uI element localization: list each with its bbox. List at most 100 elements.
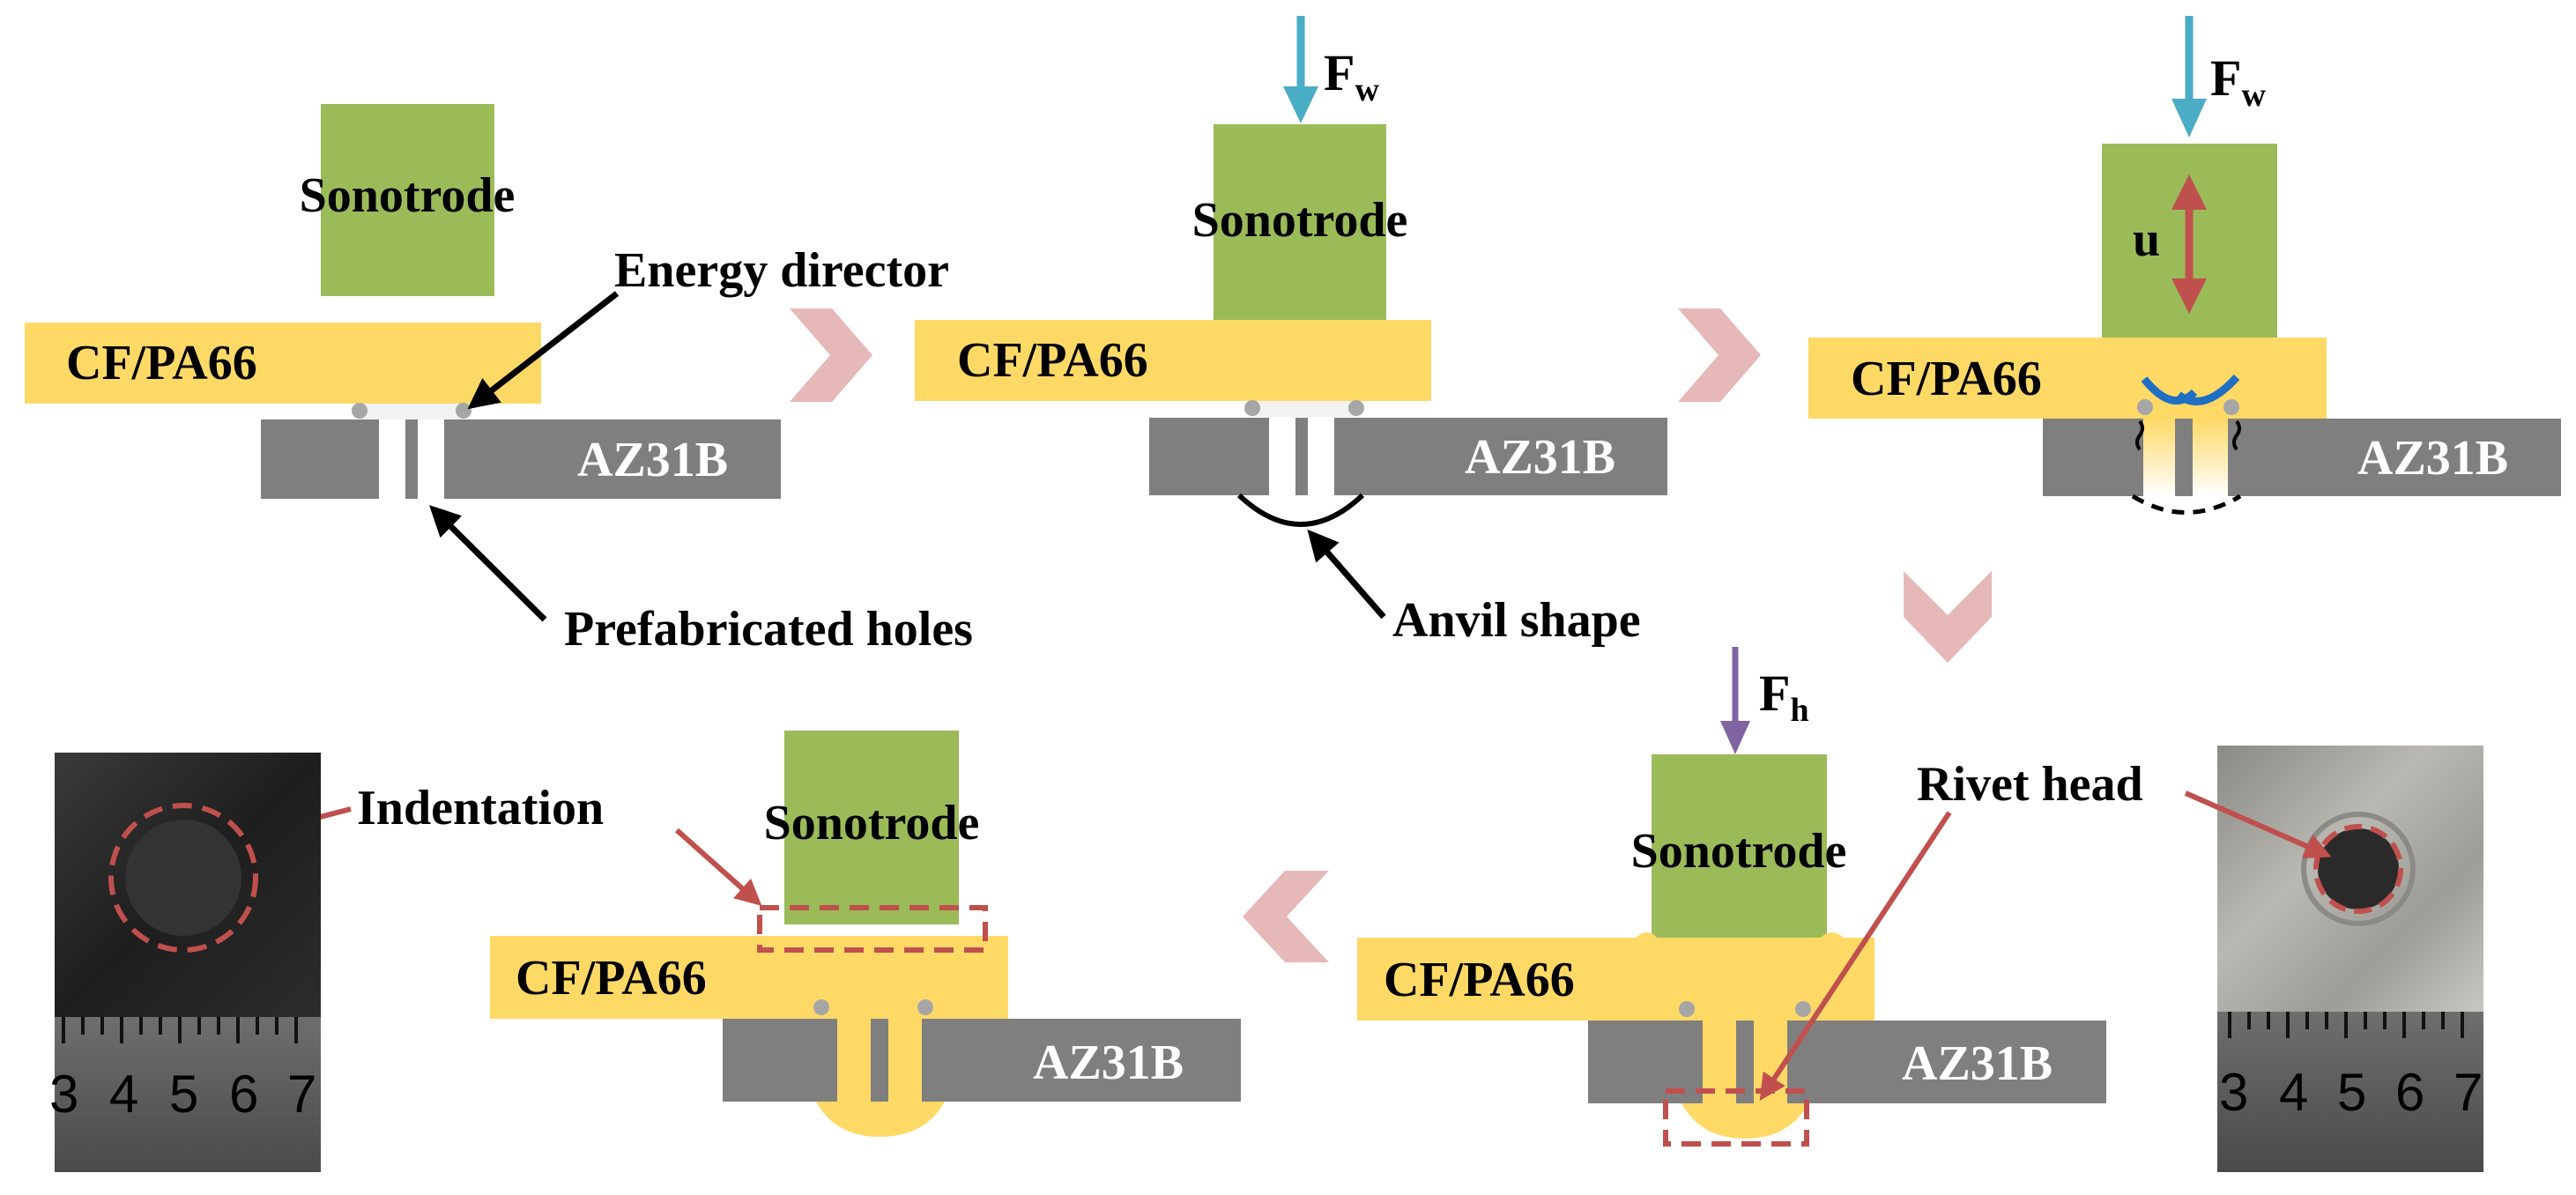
step-3-ultrasonic-vibration: Fw u CF/PA66 AZ31B [1808, 16, 2561, 515]
step-chevron-3 [1904, 571, 1992, 663]
melting-mark [2232, 419, 2241, 451]
energy-director-gap [1252, 401, 1356, 417]
force-symbol: F [2210, 49, 2241, 107]
hold-force-arrow-head [1720, 721, 1750, 754]
composite-plate [1808, 338, 2327, 419]
vibration-arrow-up [2171, 174, 2207, 210]
indentation-highlight-circle [108, 803, 258, 953]
rivet-head [816, 1102, 945, 1137]
rivet-head [1681, 1103, 1808, 1139]
sonotrode-block [1652, 754, 1827, 948]
energy-director-point [352, 403, 367, 419]
rivet-head-photo-arrow [2184, 790, 2332, 859]
prefabricated-hole [1269, 418, 1295, 495]
rivet-head-label: Rivet head [1917, 757, 2143, 812]
displacement-label: u [2133, 212, 2160, 267]
energy-director-point [1795, 1001, 1811, 1017]
force-subscript: w [2241, 77, 2266, 114]
energy-director-point [456, 403, 471, 419]
melt-flow-arrow-left [2141, 376, 2198, 405]
weld-force-label: Fw [1324, 44, 1379, 108]
step-5-final-joint: Sonotrode CF/PA66 AZ31B Indentation [257, 731, 1241, 1137]
force-symbol: F [1759, 664, 1790, 722]
ruler-tick-label: 7 [2454, 1063, 2483, 1122]
metal-pin [2175, 419, 2193, 496]
energy-director-point [1244, 400, 1260, 416]
sonotrode-label: Sonotrode [1192, 193, 1408, 248]
step-chevron-4 [1243, 871, 1329, 962]
photo-ruler [55, 1017, 321, 1172]
prefabricated-hole [1308, 418, 1334, 495]
metal-pin [1736, 1021, 1754, 1103]
force-subscript: w [1355, 71, 1379, 108]
photo-ruler [2217, 1012, 2483, 1172]
energy-director-gap [360, 404, 464, 419]
photo-rivet-head-side: 3 4 5 6 7 [2184, 746, 2483, 1172]
rivet-head-highlight-circle [2313, 824, 2403, 914]
metal-label: AZ31B [1033, 1035, 1184, 1090]
composite-plate [25, 323, 541, 404]
ruler-tick-label: 3 [2219, 1063, 2248, 1122]
prefabricated-holes-arrow [429, 505, 547, 622]
weld-force-arrow-head [1283, 86, 1318, 123]
hold-force-label: Fh [1759, 664, 1809, 729]
force-subscript: h [1790, 692, 1808, 729]
anvil-outline-dashed [2131, 494, 2242, 515]
ruler-tick-label: 3 [49, 1065, 78, 1124]
sonotrode-label: Sonotrode [1631, 824, 1847, 879]
rivet-dimple [2318, 828, 2399, 909]
ruler-tick-label: 4 [2279, 1063, 2308, 1122]
energy-director-point [2137, 399, 2153, 415]
composite-plate [1357, 938, 1874, 1021]
sonotrode-block [1214, 124, 1386, 320]
step-2-welding-force: Fw Sonotrode CF/PA66 AZ31B Anvil shape [915, 16, 1667, 648]
metal-plate [1149, 418, 1667, 495]
step-4-holding-force: Fh Sonotrode CF/PA66 AZ31B Rivet head [1357, 647, 2143, 1147]
prefabricated-hole [418, 419, 444, 499]
metal-label: AZ31B [1465, 430, 1615, 485]
anvil-cavity [1236, 493, 1365, 527]
ruler-tick-label: 5 [169, 1065, 198, 1124]
composite-flash [1636, 932, 1844, 938]
ruler-ticks [2228, 1012, 2464, 1038]
indentation-mark [125, 820, 241, 936]
metal-label: AZ31B [577, 433, 728, 487]
sonotrode-label: Sonotrode [300, 168, 516, 223]
metal-plate [261, 419, 781, 499]
energy-director-point [2223, 399, 2239, 415]
ruler-tick-label: 5 [2337, 1063, 2366, 1122]
step-1-setup: Sonotrode CF/PA66 AZ31B Energy director … [25, 104, 973, 657]
energy-director-point [917, 999, 933, 1015]
composite-plate [915, 320, 1431, 401]
rivet-head-highlight-box [1663, 1088, 1809, 1147]
metal-label: AZ31B [2357, 431, 2508, 486]
sonotrode-block [784, 731, 959, 924]
vibration-arrow-down [2171, 278, 2207, 314]
ruler-tick-label: 6 [2395, 1063, 2424, 1122]
composite-label: CF/PA66 [1851, 352, 2042, 406]
anvil-shape-arrow [1307, 529, 1386, 620]
indentation-highlight-box [757, 905, 988, 953]
composite-label: CF/PA66 [957, 333, 1148, 388]
force-symbol: F [1324, 44, 1355, 101]
energy-director-point [813, 999, 829, 1015]
melting-mark [2135, 419, 2144, 451]
sonotrode-label: Sonotrode [764, 796, 980, 850]
melt-flow-arrow-right [2176, 374, 2240, 405]
weld-force-label: Fw [2210, 49, 2266, 114]
composite-label: CF/PA66 [516, 951, 707, 1006]
metal-plate [2043, 419, 2561, 496]
rivet-dimple-ring [2301, 812, 2416, 926]
rivet-head-arrow [1759, 811, 1952, 1102]
energy-director-point [1348, 400, 1364, 416]
anvil-shape-label: Anvil shape [1392, 593, 1641, 648]
metal-plate [723, 1019, 1241, 1102]
energy-director-arrow [467, 291, 620, 410]
metal-pin [871, 1019, 888, 1102]
ruler-ticks [62, 1017, 298, 1043]
metal-label: AZ31B [1902, 1036, 2053, 1091]
composite-label: CF/PA66 [66, 336, 257, 390]
energy-director-label: Energy director [614, 243, 949, 298]
step-chevron-2 [1678, 308, 1761, 402]
